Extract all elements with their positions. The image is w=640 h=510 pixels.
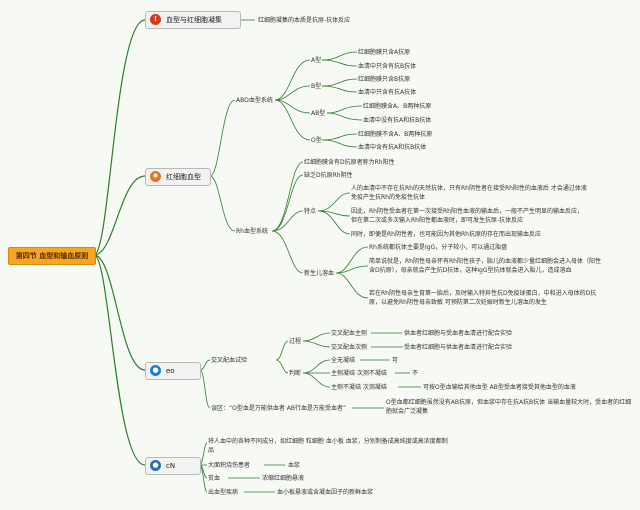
abo-ab-line-2: 血清中没有抗A和抗B抗体 — [363, 117, 432, 124]
abo-a-line-1: 红细胞膜只含A抗原 — [358, 49, 411, 56]
newborn-point-1: Rh系统都抗体主要是IgG，分子较小，可以通过胎盘 — [369, 244, 508, 251]
process-label: 过程 — [289, 338, 302, 345]
process-item-minor-desc: 受血者红细胞与供血者血清进行配合实验 — [404, 344, 513, 351]
process-item-minor: 交叉配血次侧 — [331, 344, 368, 351]
abo-o-line-2: 血清中含有抗A和抗B抗体 — [358, 144, 427, 151]
newborn-point-2: 简单说就是，Rh阴性母亲怀有Rh阳性孩子，胎儿的血液都少量红细胞会进入母体（阳性… — [369, 258, 601, 274]
topic-blood-agglutination[interactable]: ! 血型与红细胞凝集 — [145, 11, 241, 29]
exclamation-icon: ! — [150, 14, 161, 25]
process-item-main-desc: 供血者红细胞与受血者血清进行配合实验 — [404, 330, 513, 337]
mistake-label: 误区：“O型血是万能供血者 AB行血是万能受血者” — [211, 405, 347, 412]
rh-trait-3: 同时，即便是Rh阴性者，也可能因为其他Rh抗原的存在而出现输血反应 — [351, 231, 541, 238]
abo-type-ab: AB型 — [311, 110, 326, 117]
judge-item-2: 主侧凝结 次测不凝结 — [331, 370, 387, 377]
component-intro: 将人血中的各种不同成分，如红细胞 粒细胞 血小板 血浆，分别制备成高纯度或高浓度… — [208, 438, 448, 454]
abo-type-b: B型 — [311, 83, 322, 90]
topic-transfusion-principle[interactable]: ● eo — [145, 362, 201, 380]
mistake-desc: O型血都红细胞虽然没有AB抗原，但血浆中存在抗A抗B抗体 当输血量较大时，受血者… — [386, 399, 632, 415]
topic-label: cN — [166, 462, 176, 470]
rh-negative: 缺乏D抗原Rh阴性 — [304, 172, 353, 179]
abo-a-line-2: 血清中只含有抗B抗体 — [358, 63, 417, 70]
abo-type-a: A型 — [311, 57, 322, 64]
newborn-hemolysis-label: 新生儿溶血 — [304, 270, 335, 277]
rh-traits-label: 特点 — [304, 208, 317, 215]
abo-system-label: ABO血型系统 — [236, 97, 273, 104]
agglutination-desc: 红细胞凝集的本质是抗原-抗体反应 — [258, 17, 351, 24]
topic-rbc-blood-type[interactable]: ✹ 红细胞血型 — [145, 168, 211, 186]
abo-o-line-1: 红细胞膜不含A、B两种抗原 — [358, 131, 433, 138]
abo-ab-line-1: 红细胞膜含A、B两种抗原 — [363, 103, 432, 110]
globe-icon: ● — [150, 460, 161, 471]
process-item-main: 交叉配血主侧 — [331, 330, 368, 337]
abo-type-o: O型 — [311, 137, 322, 144]
judge-item-2-desc: 不 — [412, 370, 419, 377]
judge-item-1-desc: 可 — [392, 357, 399, 364]
component-item-anemia-desc: 浓缩红细胞悬液 — [262, 475, 305, 482]
root-topic[interactable]: 第四节 血型和输血原则 — [8, 247, 96, 265]
topic-label: 红细胞血型 — [166, 173, 201, 181]
rh-system-label: Rh血型系统 — [236, 228, 268, 235]
flame-icon: ✹ — [150, 171, 161, 182]
component-item-anemia: 贫血 — [208, 475, 221, 482]
judge-label: 判断 — [289, 370, 302, 377]
abo-b-line-1: 红细胞膜只含B抗原 — [358, 76, 411, 83]
component-item-burns: 大面积烧伤患者 — [208, 462, 251, 469]
rh-positive: 红细胞膜含有D抗原者称为Rh阳性 — [304, 159, 395, 166]
component-item-bleeding: 出血型疾病 — [208, 489, 239, 496]
topic-label: eo — [166, 367, 175, 375]
topic-label: 血型与红细胞凝集 — [166, 16, 222, 24]
component-item-bleeding-desc: 血小板悬液或含凝血因子的新鲜血浆 — [277, 489, 374, 496]
cross-match-label: 交叉配血试验 — [211, 357, 248, 364]
component-item-burns-desc: 血浆 — [288, 462, 301, 469]
judge-item-3: 主侧不凝结 次测凝结 — [331, 384, 387, 391]
rh-trait-1: 人的血清中不存在抗Rh的天然抗体，只有Rh阴性者在接受Rh阳性的血液后 才会通过… — [351, 185, 587, 201]
abo-b-line-2: 血清中只含有抗A抗体 — [358, 89, 417, 96]
topic-component-transfusion[interactable]: ● cN — [145, 457, 201, 475]
rh-trait-2: 因此，Rh阴性受血者在第一次接受Rh阳性血液的输血后，一般不产生明显的输血反应，… — [351, 208, 583, 224]
judge-item-1: 全无凝结 — [331, 357, 356, 364]
globe-icon: ● — [150, 365, 161, 376]
newborn-point-3: 若在Rh阴性母亲生育第一胎后，及时输入特异性抗D免疫球蛋白，中和进入母体的D抗原… — [369, 290, 597, 306]
judge-item-3-desc: 可按O型血输给其他血型 AB型受血者接受其他血型的血液 — [423, 384, 576, 391]
